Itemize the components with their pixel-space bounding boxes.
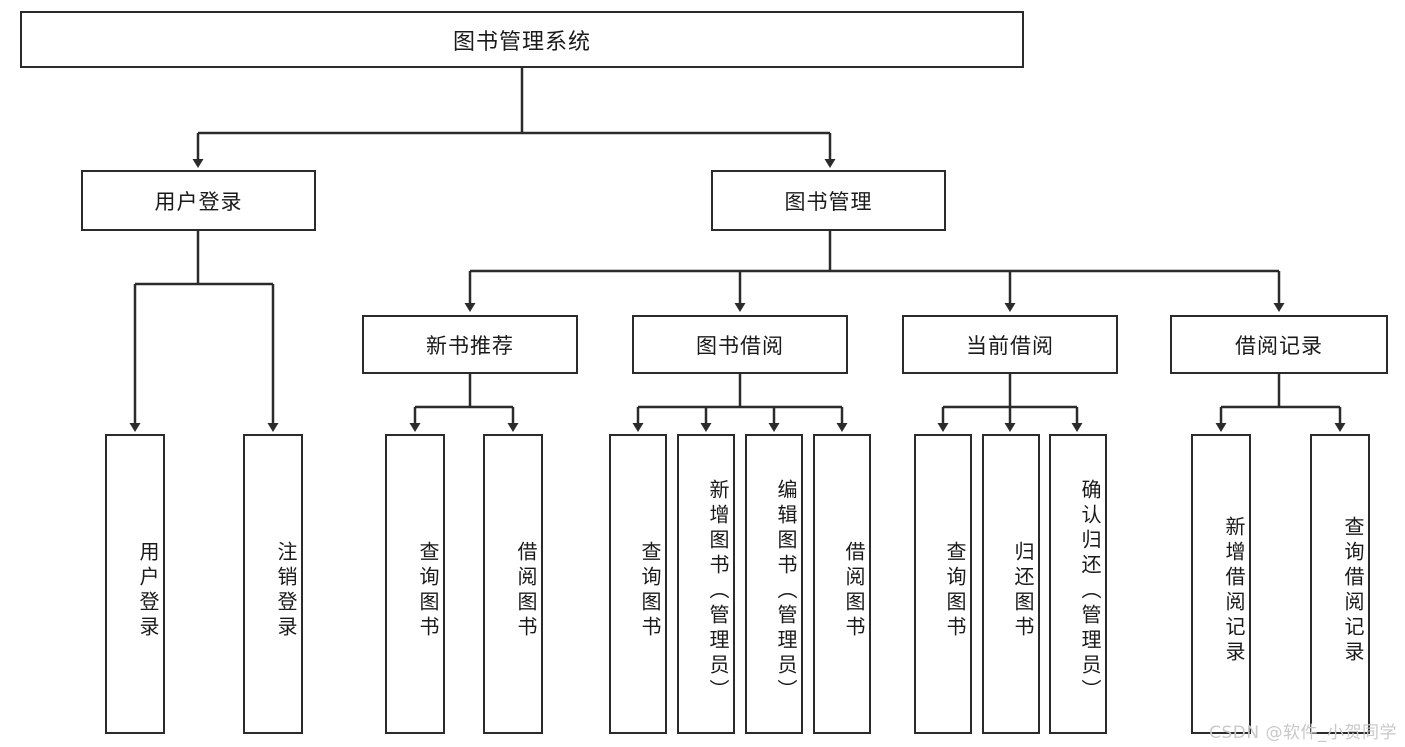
node-label: 用户登录 [136, 541, 160, 641]
node-user-login[interactable]: 用户登录 [81, 170, 316, 231]
node-label: 确认归还（管理员） [1078, 478, 1102, 704]
node-label: 查询图书 [416, 541, 440, 641]
leaf-edit-book-admin[interactable]: 编辑图书（管理员） [745, 434, 803, 734]
leaf-user-login[interactable]: 用户登录 [105, 434, 165, 734]
node-new-book-recommend[interactable]: 新书推荐 [362, 315, 578, 374]
node-label: 新书推荐 [426, 333, 514, 358]
node-label: 借阅图书 [514, 541, 538, 641]
node-label: 查询图书 [943, 541, 967, 641]
leaf-query-book-current[interactable]: 查询图书 [914, 434, 972, 734]
node-label: 图书管理 [784, 189, 873, 214]
node-label: 借阅图书 [842, 541, 866, 641]
node-label: 编辑图书（管理员） [774, 478, 798, 704]
node-book-management[interactable]: 图书管理 [711, 170, 946, 231]
leaf-confirm-return-admin[interactable]: 确认归还（管理员） [1049, 434, 1107, 734]
node-label: 查询图书 [638, 541, 662, 641]
leaf-query-book-recommend[interactable]: 查询图书 [385, 434, 445, 734]
node-root-system[interactable]: 图书管理系统 [20, 11, 1024, 68]
node-label: 归还图书 [1011, 541, 1035, 641]
leaf-add-book-admin[interactable]: 新增图书（管理员） [677, 434, 735, 734]
node-borrow-record[interactable]: 借阅记录 [1170, 315, 1388, 374]
node-label: 查询借阅记录 [1341, 516, 1365, 666]
leaf-return-book[interactable]: 归还图书 [982, 434, 1040, 734]
node-label: 新增图书（管理员） [706, 478, 730, 704]
node-label: 用户登录 [154, 189, 243, 214]
node-book-borrow[interactable]: 图书借阅 [632, 315, 848, 374]
leaf-borrow-book-recommend[interactable]: 借阅图书 [483, 434, 543, 734]
node-label: 图书借阅 [696, 333, 784, 358]
leaf-query-borrow-record[interactable]: 查询借阅记录 [1310, 434, 1370, 734]
leaf-borrow-book[interactable]: 借阅图书 [813, 434, 871, 734]
leaf-query-book-borrow[interactable]: 查询图书 [609, 434, 667, 734]
leaf-logout-login[interactable]: 注销登录 [243, 434, 303, 734]
leaf-add-borrow-record[interactable]: 新增借阅记录 [1191, 434, 1251, 734]
node-current-borrow[interactable]: 当前借阅 [902, 315, 1118, 374]
node-label: 借阅记录 [1235, 333, 1323, 358]
node-label: 新增借阅记录 [1222, 516, 1246, 666]
node-label: 注销登录 [274, 541, 298, 641]
node-label: 当前借阅 [966, 333, 1054, 358]
node-label: 图书管理系统 [452, 29, 591, 55]
